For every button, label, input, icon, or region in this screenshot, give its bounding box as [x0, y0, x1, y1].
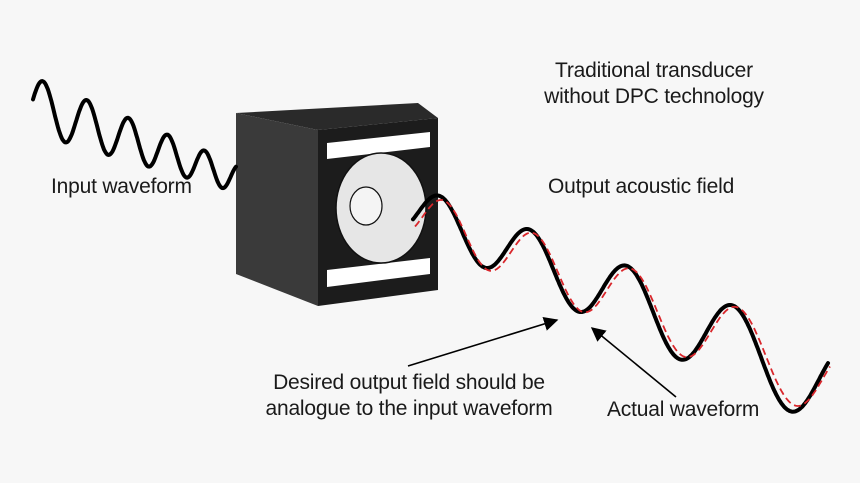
speaker-box	[236, 103, 438, 306]
speaker-dust-cap	[349, 186, 383, 226]
speaker-top-port	[327, 132, 430, 159]
desired-arrow	[407, 316, 559, 367]
speaker-side-face	[236, 113, 318, 306]
desired-line-2: analogue to the input waveform	[265, 397, 553, 420]
desired-output-label: Desired output field should be analogue …	[244, 370, 574, 422]
speaker-bottom-port	[327, 258, 430, 287]
desired-waveform-line	[414, 199, 831, 407]
input-waveform-label: Input waveform	[51, 175, 192, 198]
output-acoustic-field-label: Output acoustic field	[548, 175, 735, 198]
actual-waveform-line	[411, 193, 830, 414]
title-line-2: without DPC technology	[544, 85, 764, 108]
actual-waveform-label: Actual waveform	[607, 398, 760, 421]
diagram-title: Traditional transducer without DPC techn…	[520, 58, 788, 110]
speaker-top-face	[236, 103, 438, 130]
desired-line-1: Desired output field should be	[273, 371, 545, 394]
actual-arrow	[590, 327, 677, 398]
title-line-1: Traditional transducer	[555, 59, 753, 82]
input-waveform-line	[31, 79, 238, 191]
